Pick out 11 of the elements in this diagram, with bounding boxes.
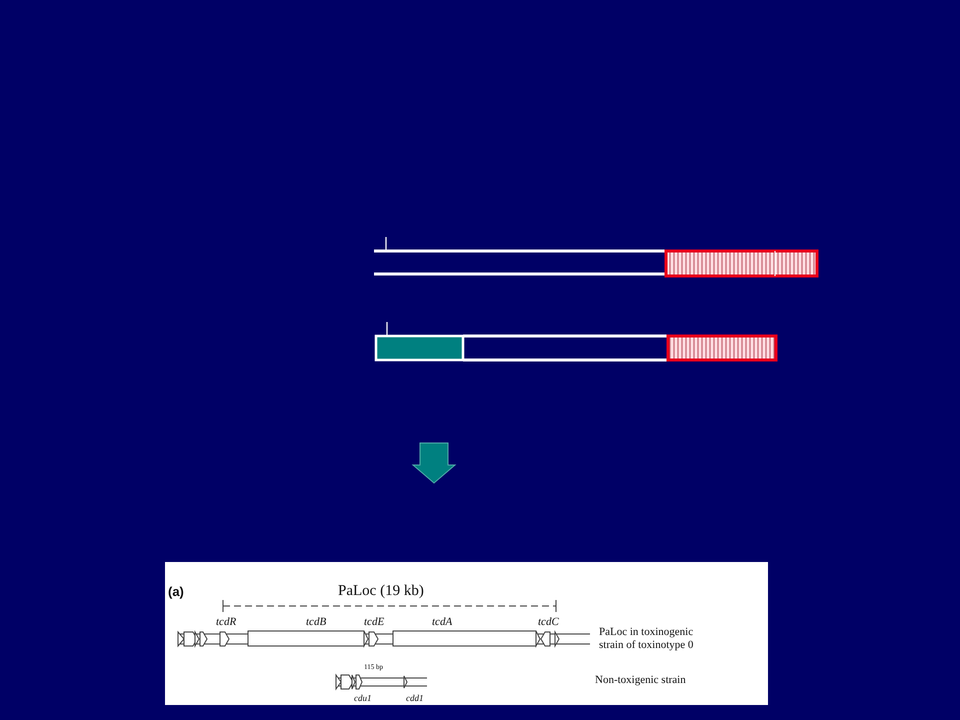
gene-label: tcdR [216,616,236,629]
gene-label: tcdA [432,616,452,629]
gene-label: tcdB [306,616,326,629]
gene-label: tcdC [538,616,559,629]
region-label: PaLoc (19 kb) [338,583,424,600]
gene-label: tcdE [364,616,384,629]
strain-label: Non-toxigenic strain [595,674,686,687]
gene-label: cdu1 [354,693,372,704]
panel-label: (a) [168,585,184,600]
gene-label: cdd1 [406,693,424,704]
strain-label: PaLoc in toxinogenic strain of toxinotype 0 [599,626,694,652]
